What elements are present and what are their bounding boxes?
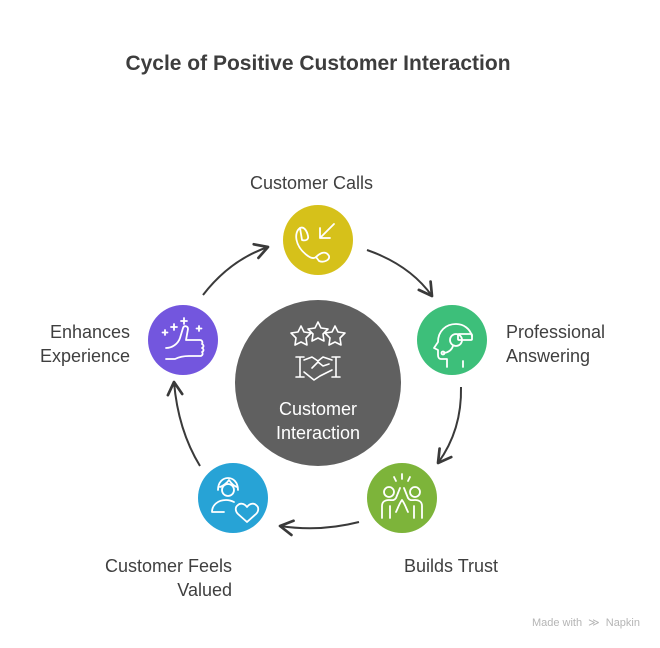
step-label-professional-answering: Professional Answering: [506, 320, 605, 368]
center-label-line2: Interaction: [275, 423, 361, 443]
step-label-line: Experience: [39, 346, 130, 366]
arrow-trust-to-valued: [278, 519, 360, 537]
arrow-answering-to-trust: [436, 386, 463, 465]
arrow-valued-to-enhances: [166, 380, 201, 467]
headset-agent-icon: [433, 323, 473, 368]
watermark-brand: Napkin: [605, 617, 640, 629]
step-label-line: Builds Trust: [404, 556, 499, 576]
stars-handshake-icon: [290, 321, 346, 381]
arrow-calls-to-answering: [366, 249, 434, 298]
step-circle-enhances-experience: [148, 305, 218, 375]
napkin-watermark[interactable]: Made with ≫ Napkin: [532, 616, 640, 629]
center-label-line1: Customer: [278, 399, 358, 419]
watermark-prefix: Made with: [531, 617, 583, 629]
arrow-enhances-to-calls: [202, 242, 270, 296]
step-label-enhances-experience: Enhances Experience: [40, 320, 130, 368]
step-label-line: Customer Calls: [250, 173, 374, 193]
step-label-line: Professional: [506, 322, 606, 342]
step-circle-customer-calls: [283, 205, 353, 275]
step-label-customer-calls: Customer Calls: [250, 171, 373, 195]
napkin-logo-icon: ≫: [588, 617, 600, 629]
user-heart-icon: [211, 477, 260, 523]
step-label-builds-trust: Builds Trust: [404, 554, 498, 578]
step-label-line: Valued: [177, 580, 232, 600]
thumbs-up-sparkle-icon: [161, 317, 205, 360]
step-label-line: Customer Feels: [104, 556, 232, 576]
step-label-line: Enhances: [49, 322, 130, 342]
center-circle: [235, 300, 401, 466]
step-circle-professional-answering: [417, 305, 487, 375]
step-circle-builds-trust: [367, 463, 437, 533]
step-circle-customer-feels-valued: [198, 463, 268, 533]
incoming-call-icon: [295, 223, 335, 263]
step-label-line: Answering: [506, 346, 591, 366]
center-label: Customer Interaction: [236, 397, 400, 445]
step-label-customer-feels-valued: Customer Feels Valued: [105, 554, 232, 602]
diagram-title: Cycle of Positive Customer Interaction: [125, 52, 511, 75]
high-five-icon: [381, 473, 423, 519]
